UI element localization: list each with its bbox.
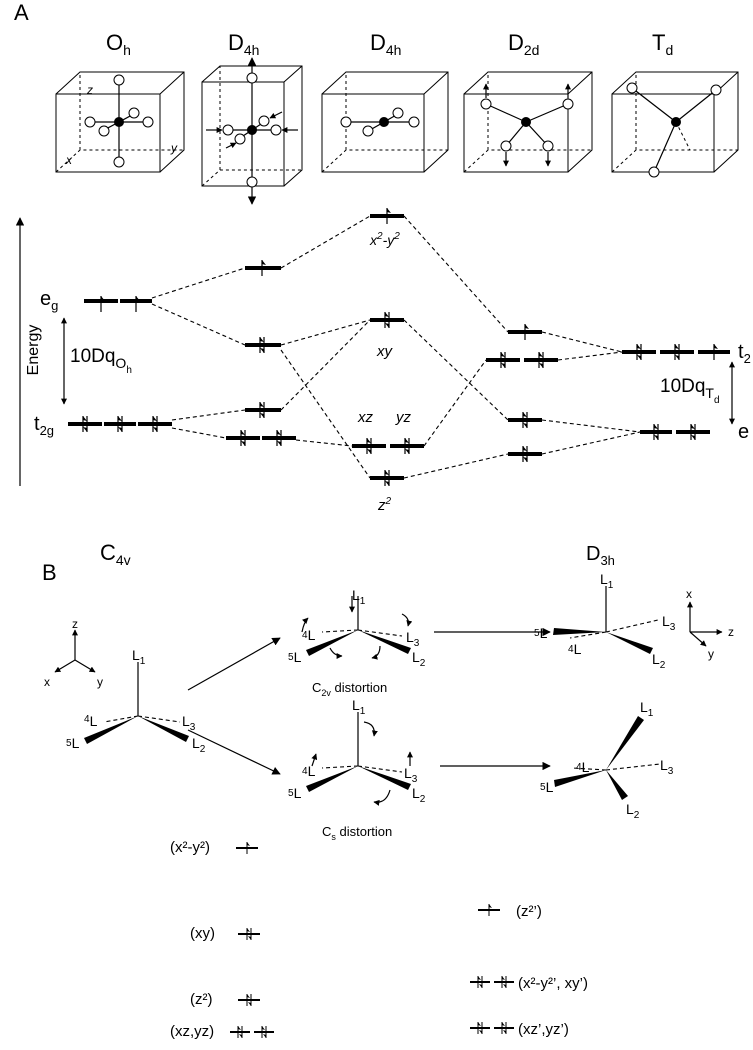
svg-text:4L: 4L xyxy=(576,759,590,775)
oh-octahedral-cube: z x y xyxy=(55,71,185,173)
c2v-distortion-structure: L1 4L L3 5L L2 C2v distortion xyxy=(288,587,426,698)
td-tetrahedral-cube xyxy=(611,71,739,178)
e-label: e xyxy=(738,421,749,443)
cube-axis-z: z xyxy=(86,83,93,97)
d4h-elongated-levels xyxy=(226,259,296,447)
d3h-title: D3h xyxy=(586,543,615,568)
svg-text:4L: 4L xyxy=(84,713,98,729)
transformation-arrows xyxy=(187,627,551,775)
svg-text:D4h: D4h xyxy=(370,30,401,58)
svg-text:L1: L1 xyxy=(352,587,366,607)
svg-text:L3: L3 xyxy=(660,757,674,777)
c2v-caption: C2v distortion xyxy=(312,680,387,698)
svg-text:L2: L2 xyxy=(412,785,426,805)
z2-orbital-label: z2 xyxy=(377,496,392,514)
c4v-title: C4v xyxy=(100,540,131,568)
energy-axis: Energy xyxy=(15,217,42,486)
svg-text:y: y xyxy=(708,647,714,661)
svg-text:Td: Td xyxy=(652,30,673,58)
geometry-title-oh: Oh xyxy=(106,30,131,58)
eg-label: eg xyxy=(40,288,58,313)
svg-text:L1: L1 xyxy=(640,699,654,719)
svg-text:x: x xyxy=(686,587,692,601)
panel-b-label: B xyxy=(42,560,57,585)
cs-distortion-structure: L1 4L L3 5L L2 Cs distortion xyxy=(288,697,426,842)
svg-text:L3: L3 xyxy=(404,765,418,785)
cube-axis-x: x xyxy=(65,153,73,167)
svg-text:y: y xyxy=(97,675,103,689)
d3h-structure-top: L1 5L 4L L3 L2 xyxy=(534,571,676,671)
svg-text:D4h: D4h xyxy=(228,30,259,58)
c4v-orbital-levels: (x²-y²) (xy) (z²) (xz,yz) xyxy=(170,839,274,1040)
axes-triad-right: x z y xyxy=(686,587,734,661)
svg-text:D2d: D2d xyxy=(508,30,539,58)
geometry-title-d4h-planar: D4h xyxy=(370,30,401,58)
svg-text:L2: L2 xyxy=(626,801,640,821)
correlation-lines xyxy=(151,215,641,479)
geometry-title-d2d: D2d xyxy=(508,30,539,58)
x2y2-orbital-label: x2-y2 xyxy=(369,231,400,248)
svg-text:Oh: Oh xyxy=(106,30,131,58)
xy-orbital-label: xy xyxy=(376,343,394,360)
svg-text:L2: L2 xyxy=(192,735,206,755)
svg-text:5L: 5L xyxy=(534,625,548,641)
svg-text:z: z xyxy=(728,625,734,639)
svg-text:z: z xyxy=(72,617,78,631)
cube-axis-y: y xyxy=(170,141,178,155)
t2-label: t2 xyxy=(738,341,751,366)
svg-text:L3: L3 xyxy=(182,713,196,733)
d3h-orbital-levels: (z²’) (x²-y²’, xy’) (xz’,yz’) xyxy=(470,903,588,1038)
svg-text:L1: L1 xyxy=(600,571,614,591)
svg-text:L1: L1 xyxy=(132,647,146,667)
d2d-distorted-cube xyxy=(463,71,593,173)
svg-text:L2: L2 xyxy=(412,649,426,669)
svg-text:5L: 5L xyxy=(288,649,302,665)
axes-triad-left: z x y xyxy=(44,617,103,689)
panel-a-label: A xyxy=(14,0,29,25)
left-level-x2y2: (x²-y²) xyxy=(170,839,210,856)
svg-text:L1: L1 xyxy=(352,697,366,717)
svg-text:4L: 4L xyxy=(302,627,316,643)
svg-text:L2: L2 xyxy=(652,651,666,671)
svg-text:L3: L3 xyxy=(406,629,420,649)
d4h-elongated-box xyxy=(201,57,303,205)
yz-orbital-label: yz xyxy=(395,409,412,426)
right-level-xz-yz: (xz’,yz’) xyxy=(518,1021,569,1038)
geometry-title-td: Td xyxy=(652,30,673,58)
d3h-structure-bottom: L1 L3 4L 5L L2 xyxy=(540,699,674,821)
xz-orbital-label: xz xyxy=(357,409,374,426)
left-level-xy: (xy) xyxy=(190,925,215,942)
left-level-xzyz: (xz,yz) xyxy=(170,1023,214,1040)
oh-splitting-label: 10DqOh xyxy=(70,346,132,376)
right-level-z2: (z²’) xyxy=(516,903,542,920)
left-level-z2: (z²) xyxy=(190,991,213,1008)
t2g-label: t2g xyxy=(34,413,54,438)
svg-text:4L: 4L xyxy=(568,641,582,657)
d4h-planar-levels: x2-y2 xy xz yz z2 xyxy=(352,207,424,514)
svg-text:5L: 5L xyxy=(540,779,554,795)
td-levels: t2 e 10DqTd xyxy=(622,341,751,443)
svg-text:5L: 5L xyxy=(66,735,80,751)
d4h-square-planar-cube xyxy=(321,71,449,173)
svg-text:x: x xyxy=(44,675,50,689)
svg-text:L3: L3 xyxy=(662,613,676,633)
c4v-square-pyramid: L1 4L L3 5L L2 xyxy=(66,647,206,755)
right-level-x2y2-xy: (x²-y²’, xy’) xyxy=(518,975,588,992)
td-splitting-label: 10DqTd xyxy=(660,376,720,406)
svg-text:5L: 5L xyxy=(288,785,302,801)
oh-levels: eg t2g 10DqOh xyxy=(34,288,172,438)
cs-caption: Cs distortion xyxy=(322,824,392,842)
geometry-title-d4h-elongated: D4h xyxy=(228,30,259,58)
d2d-levels xyxy=(486,323,558,463)
energy-axis-label: Energy xyxy=(25,325,42,376)
svg-text:4L: 4L xyxy=(302,763,316,779)
